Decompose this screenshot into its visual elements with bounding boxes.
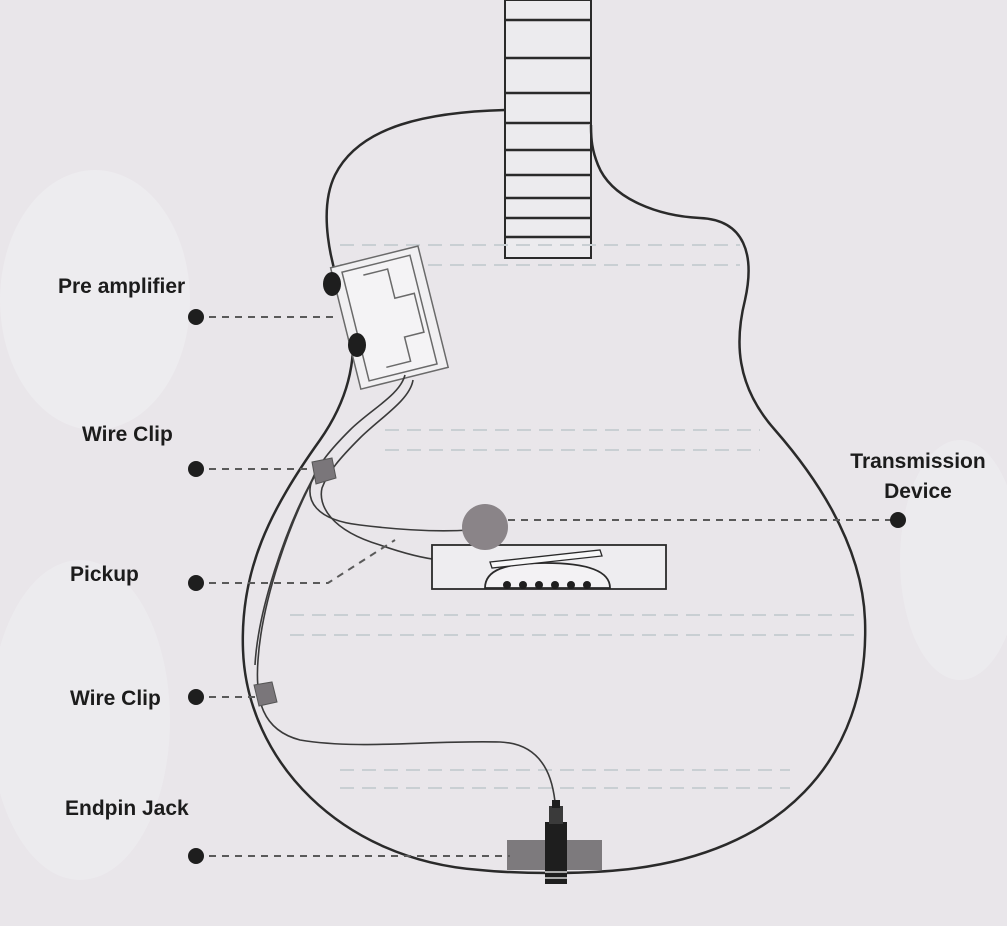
label-transmission-line1: Transmission	[850, 450, 986, 473]
bridge-pins	[503, 581, 591, 589]
label-transmission-device: Transmission Device	[838, 447, 998, 507]
label-pickup: Pickup	[70, 563, 139, 586]
callout-dots	[188, 309, 906, 864]
callout-dot-pickup	[188, 575, 204, 591]
wiring	[254, 374, 557, 816]
transmission-device-disc	[462, 504, 508, 550]
pre-amplifier-knobs	[323, 272, 366, 357]
callout-dot-wire-clip-bottom	[188, 689, 204, 705]
callout-lines	[196, 316, 898, 857]
label-pre-amplifier: Pre amplifier	[58, 275, 186, 298]
callout-dot-endpin-jack	[188, 848, 204, 864]
background-smudges	[0, 170, 1007, 880]
pre-amplifier-unit	[329, 245, 450, 391]
guitar-neck	[504, 0, 592, 259]
label-wire-clip-top: Wire Clip	[82, 423, 173, 446]
callout-dot-transmission-device	[890, 512, 906, 528]
wire-clip-top	[311, 457, 337, 485]
label-wire-clip-bottom: Wire Clip	[70, 687, 161, 710]
callout-dot-pre-amplifier	[188, 309, 204, 325]
label-endpin-jack: Endpin Jack	[65, 797, 189, 820]
callout-dot-wire-clip-top	[188, 461, 204, 477]
endpin-jack	[507, 800, 602, 884]
label-transmission-line2: Device	[884, 480, 952, 503]
bridge	[431, 544, 667, 590]
wire-clip-bottom	[253, 681, 278, 707]
